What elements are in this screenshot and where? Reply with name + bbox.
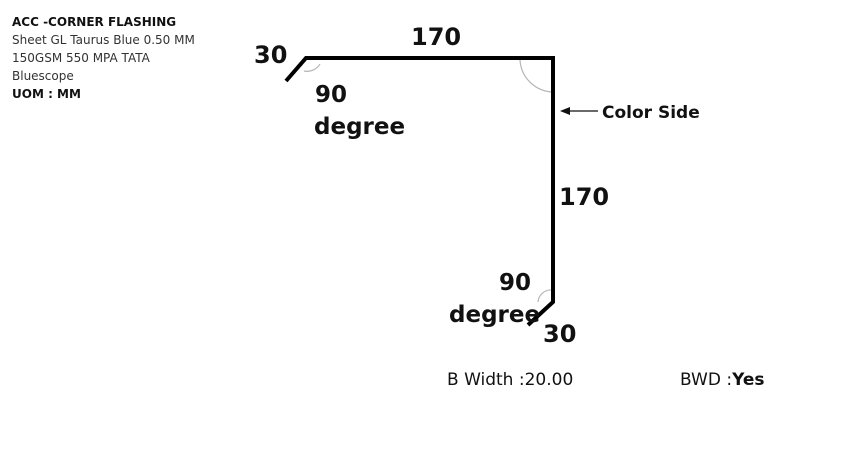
dim-top-edge: 170 xyxy=(411,23,461,51)
bwd-label: BWD : xyxy=(680,370,733,390)
angle-arc-bottom xyxy=(537,289,553,303)
uom-label: UOM : MM xyxy=(12,87,81,101)
product-title: ACC -CORNER FLASHING xyxy=(12,15,177,29)
angle-arc-top-right xyxy=(519,59,553,93)
brand-name: Bluescope xyxy=(12,69,74,83)
dim-bottom-flange: 30 xyxy=(543,320,576,348)
angle-bottom-value: 90 xyxy=(499,270,531,296)
grade-spec: 150GSM 550 MPA TATA xyxy=(12,51,150,65)
b-width-field: B Width :20.00 xyxy=(447,370,573,390)
color-side-arrowhead xyxy=(560,107,570,115)
color-side-label: Color Side xyxy=(602,103,700,123)
product-info: ACC -CORNER FLASHING Sheet GL Taurus Blu… xyxy=(12,13,195,103)
angle-bottom-unit: degree xyxy=(449,302,540,328)
b-width-label: B Width : xyxy=(447,370,525,390)
b-width-value: 20.00 xyxy=(524,370,574,390)
angle-arc-top-left xyxy=(303,63,321,72)
material-spec: Sheet GL Taurus Blue 0.50 MM xyxy=(12,33,195,47)
bwd-field: BWD :Yes xyxy=(680,370,765,390)
dim-top-left-flange: 30 xyxy=(254,41,287,69)
dim-right-edge: 170 xyxy=(559,183,609,211)
flashing-profile-line xyxy=(284,56,555,327)
angle-top-value: 90 xyxy=(315,82,347,108)
angle-top-unit: degree xyxy=(314,114,405,140)
bwd-value: Yes xyxy=(732,370,765,390)
